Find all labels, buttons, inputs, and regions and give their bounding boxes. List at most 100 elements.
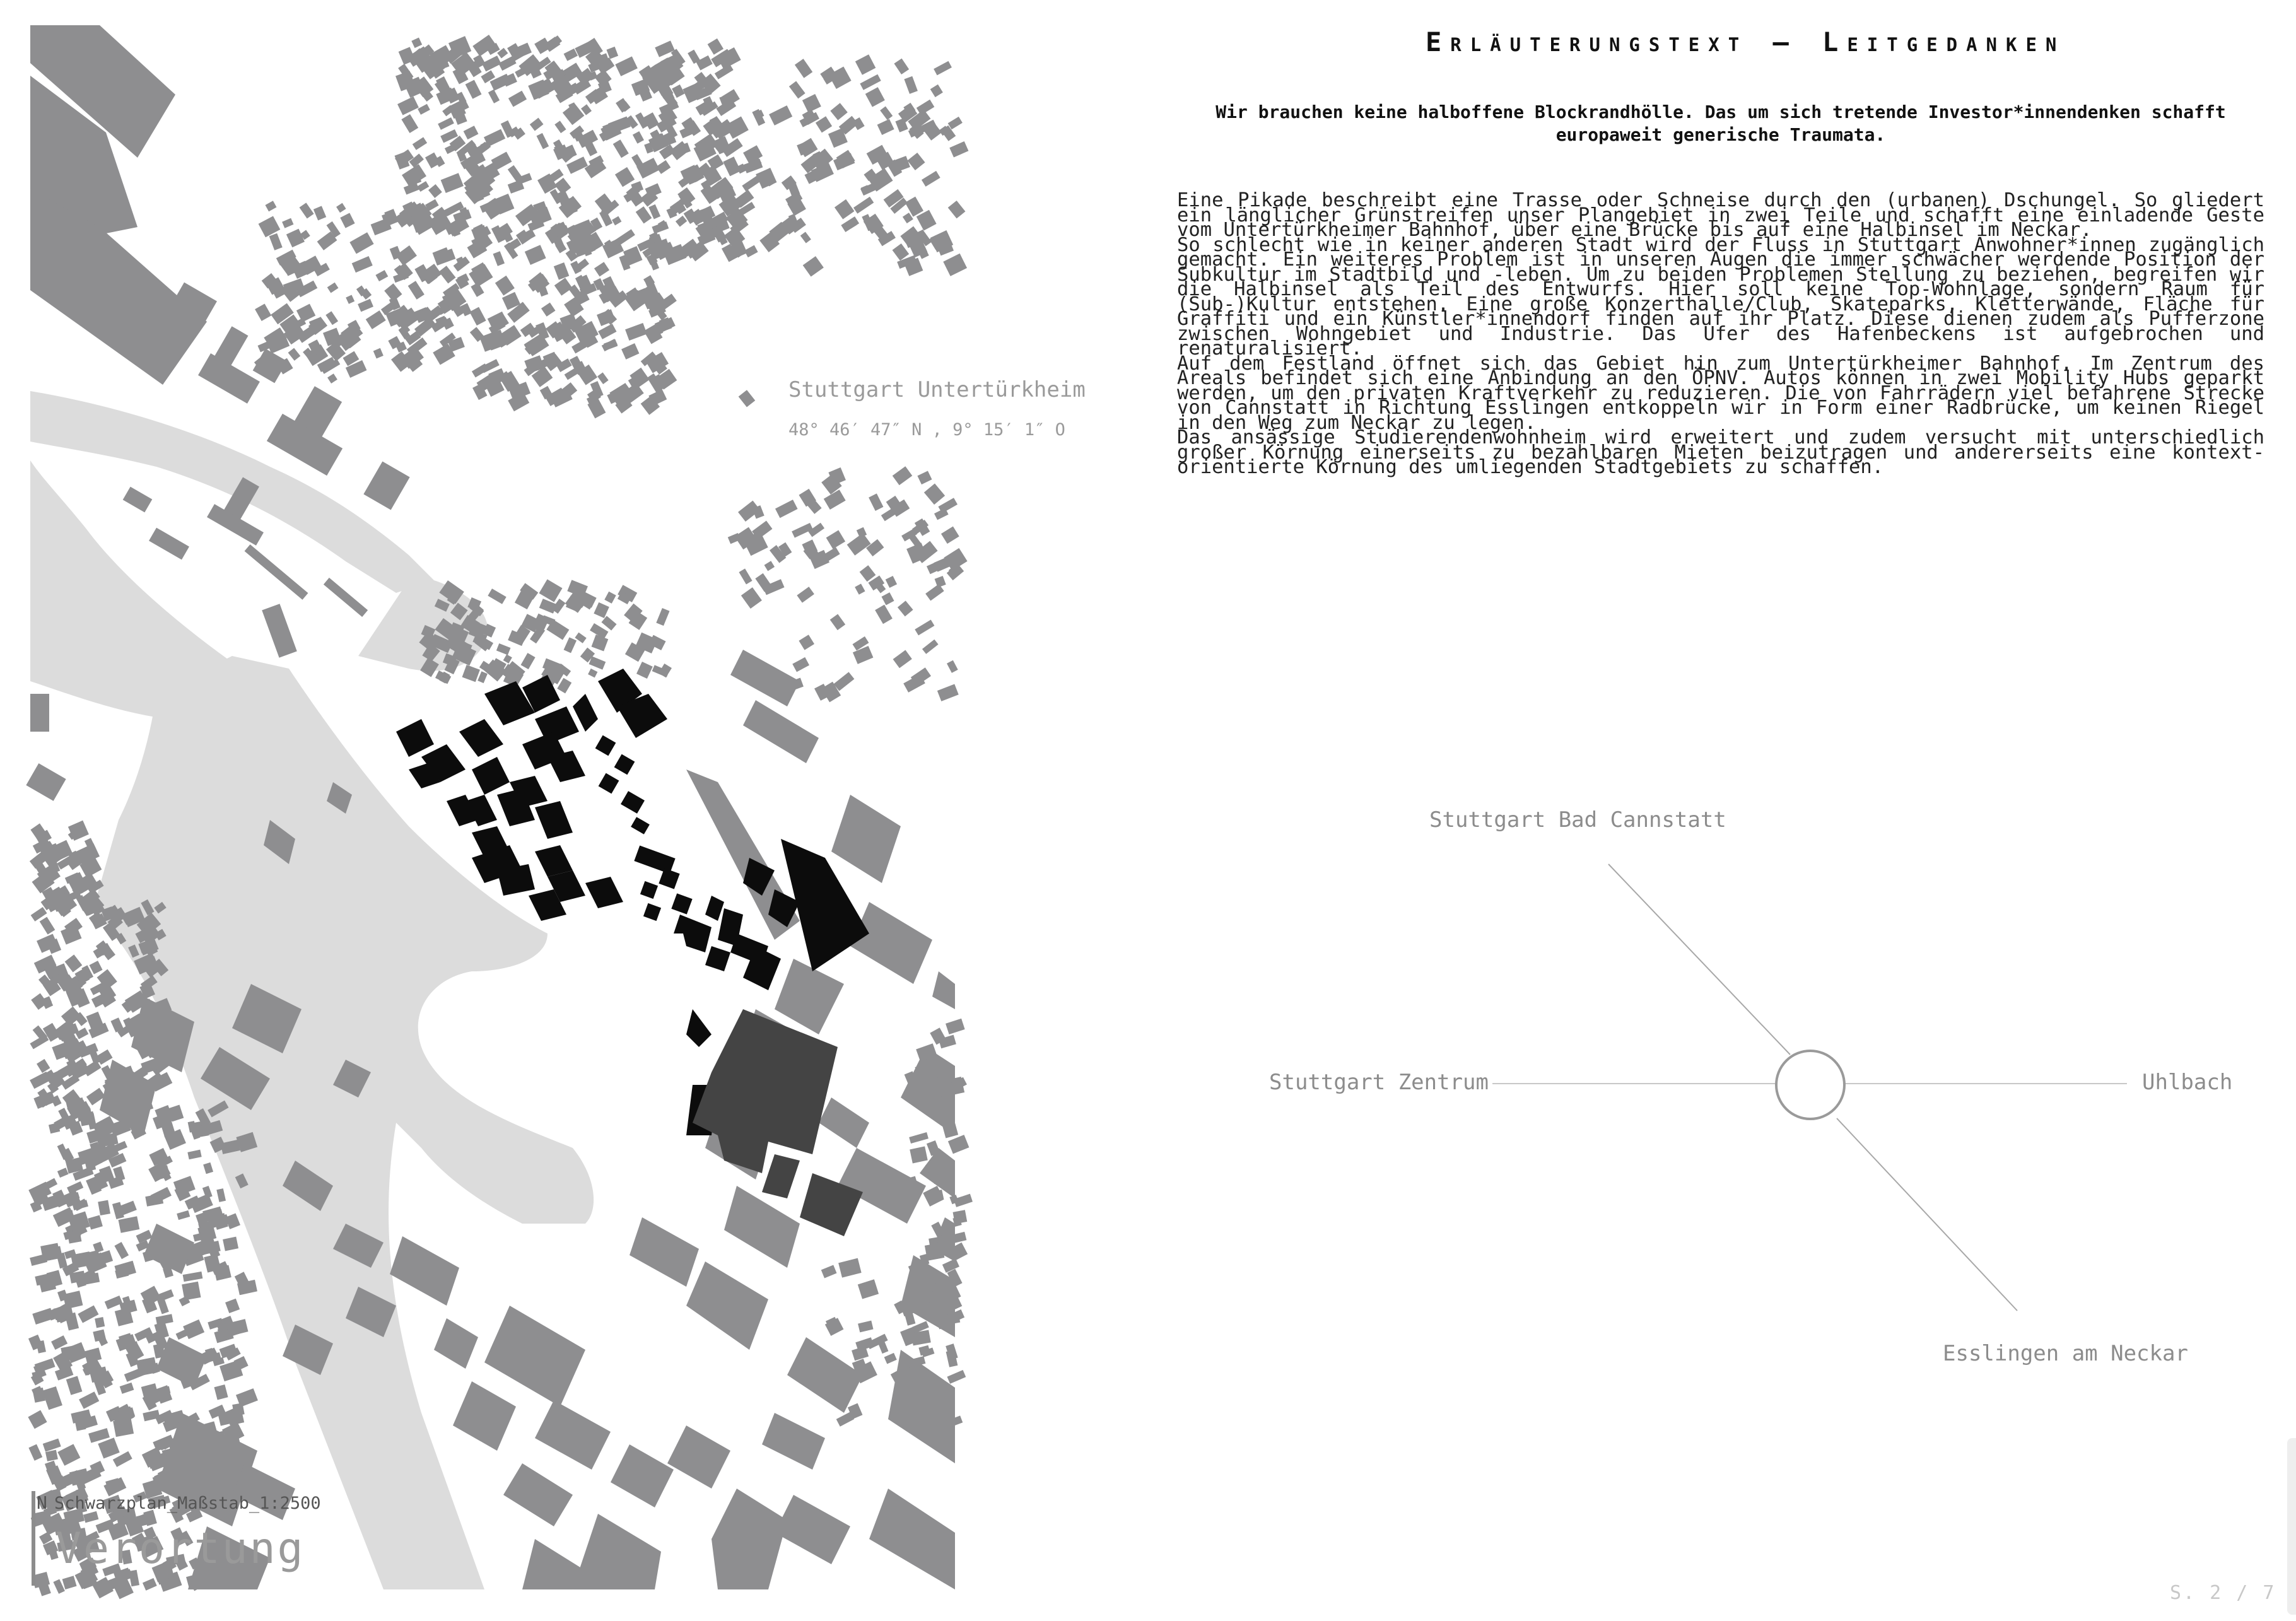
building-footprint: [36, 1340, 46, 1354]
building-footprint: [471, 282, 484, 297]
building-footprint: [628, 611, 648, 630]
building-footprint: [154, 1321, 169, 1340]
building-footprint: [460, 153, 481, 170]
building-footprint: [141, 899, 155, 916]
building-footprint: [216, 1188, 226, 1202]
building-footprint: [43, 1506, 57, 1517]
building-footprint: [61, 1006, 81, 1027]
building-footprint: [775, 500, 798, 518]
building-footprint: [313, 206, 327, 221]
building-footprint: [852, 1346, 869, 1361]
building-footprint: [675, 215, 688, 227]
building-footprint: [57, 1540, 74, 1552]
building-footprint: [95, 1519, 115, 1533]
building-footprint: [57, 1444, 81, 1466]
building-footprint: [781, 175, 797, 190]
building-footprint: [693, 140, 717, 162]
building-footprint: [854, 536, 865, 547]
building-footprint: [852, 645, 874, 664]
building-footprint: [78, 1147, 98, 1165]
building-footprint: [855, 1337, 874, 1352]
building-footprint: [402, 201, 418, 219]
building-footprint: [33, 1363, 47, 1379]
building-footprint: [425, 199, 439, 211]
building-footprint: [946, 1343, 958, 1361]
building-footprint: [473, 633, 494, 650]
scrollbar-edge[interactable]: [2287, 1438, 2296, 1615]
building-footprint: [739, 568, 753, 585]
building-footprint: [482, 197, 505, 220]
building-footprint: [556, 382, 578, 402]
building-footprint: [586, 395, 599, 409]
building-footprint: [180, 1530, 194, 1547]
building-footprint: [446, 216, 469, 237]
building-footprint: [781, 216, 799, 235]
building-footprint: [725, 116, 749, 139]
building-footprint: [900, 226, 920, 245]
building-footprint: [530, 56, 551, 74]
compass-label-east: Uhlbach: [2142, 1070, 2233, 1095]
building-footprint: [30, 906, 47, 922]
building-footprint: [524, 361, 541, 377]
building-footprint: [528, 79, 549, 100]
building-footprint: [83, 1511, 99, 1523]
building-footprint: [255, 303, 272, 321]
building-footprint: [688, 49, 700, 64]
building-footprint: [628, 373, 643, 387]
building-footprint: [713, 136, 731, 155]
building-footprint: [121, 1549, 132, 1565]
building-footprint: [908, 109, 931, 131]
building-footprint: [809, 549, 830, 570]
building-footprint: [589, 86, 608, 105]
building-footprint: [53, 1518, 72, 1536]
building-footprint: [108, 1407, 124, 1424]
site-map[interactable]: Stuttgart Untertürkheim 48° 46′ 47″ N , …: [26, 25, 1086, 1600]
building-footprint: [898, 104, 918, 123]
building-footprint: [442, 291, 458, 307]
residential-southwest: [28, 820, 258, 1600]
building-footprint: [393, 271, 409, 283]
building-footprint: [89, 961, 103, 974]
building-footprint: [647, 238, 672, 260]
building-footprint: [299, 202, 314, 219]
building-footprint: [646, 74, 667, 94]
building-footprint: [487, 311, 507, 328]
building-footprint: [534, 37, 551, 54]
building-footprint: [631, 154, 643, 168]
building-footprint: [743, 145, 763, 164]
building-footprint: [947, 200, 966, 219]
building-footprint: [830, 103, 848, 120]
building-footprint: [769, 105, 793, 126]
building-footprint: [672, 143, 691, 157]
building-footprint: [687, 240, 709, 262]
building-footprint: [102, 1494, 124, 1514]
building-footprint: [568, 102, 577, 111]
building-footprint: [150, 1186, 172, 1204]
building-footprint: [569, 356, 583, 371]
building-footprint: [497, 47, 508, 59]
building-footprint: [858, 1320, 874, 1333]
building-footprint: [541, 302, 556, 317]
building-footprint: [401, 114, 419, 133]
building-footprint: [84, 838, 97, 853]
building-footprint: [28, 1444, 43, 1461]
building-footprint: [325, 311, 339, 325]
building-footprint: [624, 603, 643, 623]
building-footprint: [455, 91, 467, 105]
building-footprint: [463, 126, 479, 140]
north-marker: N: [37, 1492, 47, 1513]
building-footprint: [93, 942, 112, 959]
building-footprint: [852, 117, 865, 131]
building-footprint: [406, 307, 416, 319]
building-footprint: [67, 820, 89, 841]
building-footprint: [588, 668, 598, 678]
building-footprint: [886, 495, 901, 511]
building-footprint: [586, 37, 603, 57]
building-footprint: [942, 1122, 959, 1138]
building-footprint: [916, 119, 937, 135]
building-footprint: [74, 872, 98, 894]
building-footprint: [847, 219, 857, 229]
building-footprint: [944, 547, 968, 571]
building-footprint: [470, 164, 488, 179]
building-footprint: [878, 1342, 889, 1354]
